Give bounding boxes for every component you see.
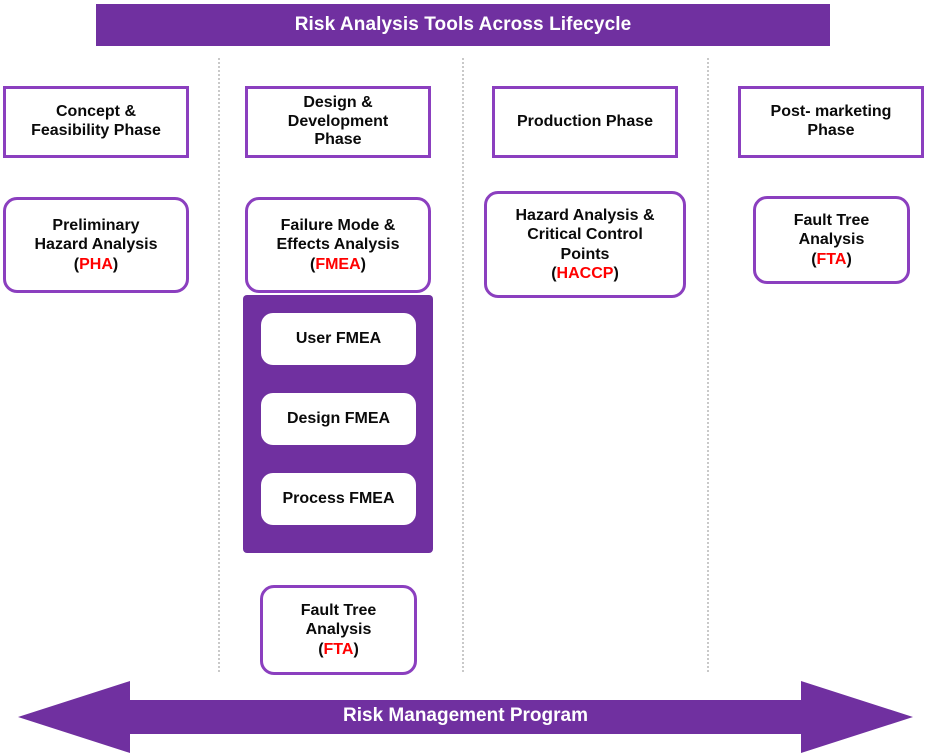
header-banner: Risk Analysis Tools Across Lifecycle (96, 4, 830, 46)
tool-label: Preliminary Hazard Analysis (PHA) (34, 217, 158, 273)
sub-box-label: User FMEA (295, 330, 382, 347)
page-title: Risk Analysis Tools Across Lifecycle (294, 14, 632, 35)
tool-label: Failure Mode & Effects Analysis (FMEA) (276, 217, 400, 273)
tool-acronym: FMEA (315, 255, 361, 273)
column-divider-2 (462, 58, 464, 672)
risk-management-arrow[interactable]: Risk Management Program (0, 676, 931, 756)
tool-acronym: PHA (79, 255, 113, 273)
phase-label: Production Phase (516, 112, 654, 130)
phase-label: Post- marketing Phase (770, 103, 892, 139)
tool-label: Fault Tree Analysis (FTA) (300, 602, 377, 658)
phase-box-concept-feasibility[interactable]: Concept & Feasibility Phase (3, 86, 189, 158)
tool-label: Fault Tree Analysis (FTA) (793, 212, 870, 268)
phase-label: Concept & Feasibility Phase (31, 103, 161, 139)
sub-box-design-fmea[interactable]: Design FMEA (261, 393, 416, 445)
phase-box-production[interactable]: Production Phase (492, 86, 678, 158)
tool-box-haccp[interactable]: Hazard Analysis & Critical Control Point… (484, 191, 686, 298)
sub-box-process-fmea[interactable]: Process FMEA (261, 473, 416, 525)
tool-box-pha[interactable]: Preliminary Hazard Analysis (PHA) (3, 197, 189, 293)
tool-acronym: FTA (323, 640, 354, 658)
column-divider-3 (707, 58, 709, 672)
double-arrow-icon (18, 681, 913, 753)
sub-box-label: Process FMEA (282, 490, 395, 507)
phase-label: Design & Development Phase (287, 93, 389, 149)
column-divider-1 (218, 58, 220, 672)
phase-box-post-marketing[interactable]: Post- marketing Phase (738, 86, 924, 158)
tool-box-fta-postmarketing[interactable]: Fault Tree Analysis (FTA) (753, 196, 910, 284)
tool-acronym: FTA (816, 250, 847, 268)
phase-box-design-development[interactable]: Design & Development Phase (245, 86, 431, 158)
tool-acronym: HACCP (556, 264, 614, 282)
sub-box-label: Design FMEA (286, 410, 391, 427)
tool-box-fmea[interactable]: Failure Mode & Effects Analysis (FMEA) (245, 197, 431, 293)
tool-box-fta-design[interactable]: Fault Tree Analysis (FTA) (260, 585, 417, 675)
tool-label: Hazard Analysis & Critical Control Point… (515, 207, 655, 282)
sub-box-user-fmea[interactable]: User FMEA (261, 313, 416, 365)
